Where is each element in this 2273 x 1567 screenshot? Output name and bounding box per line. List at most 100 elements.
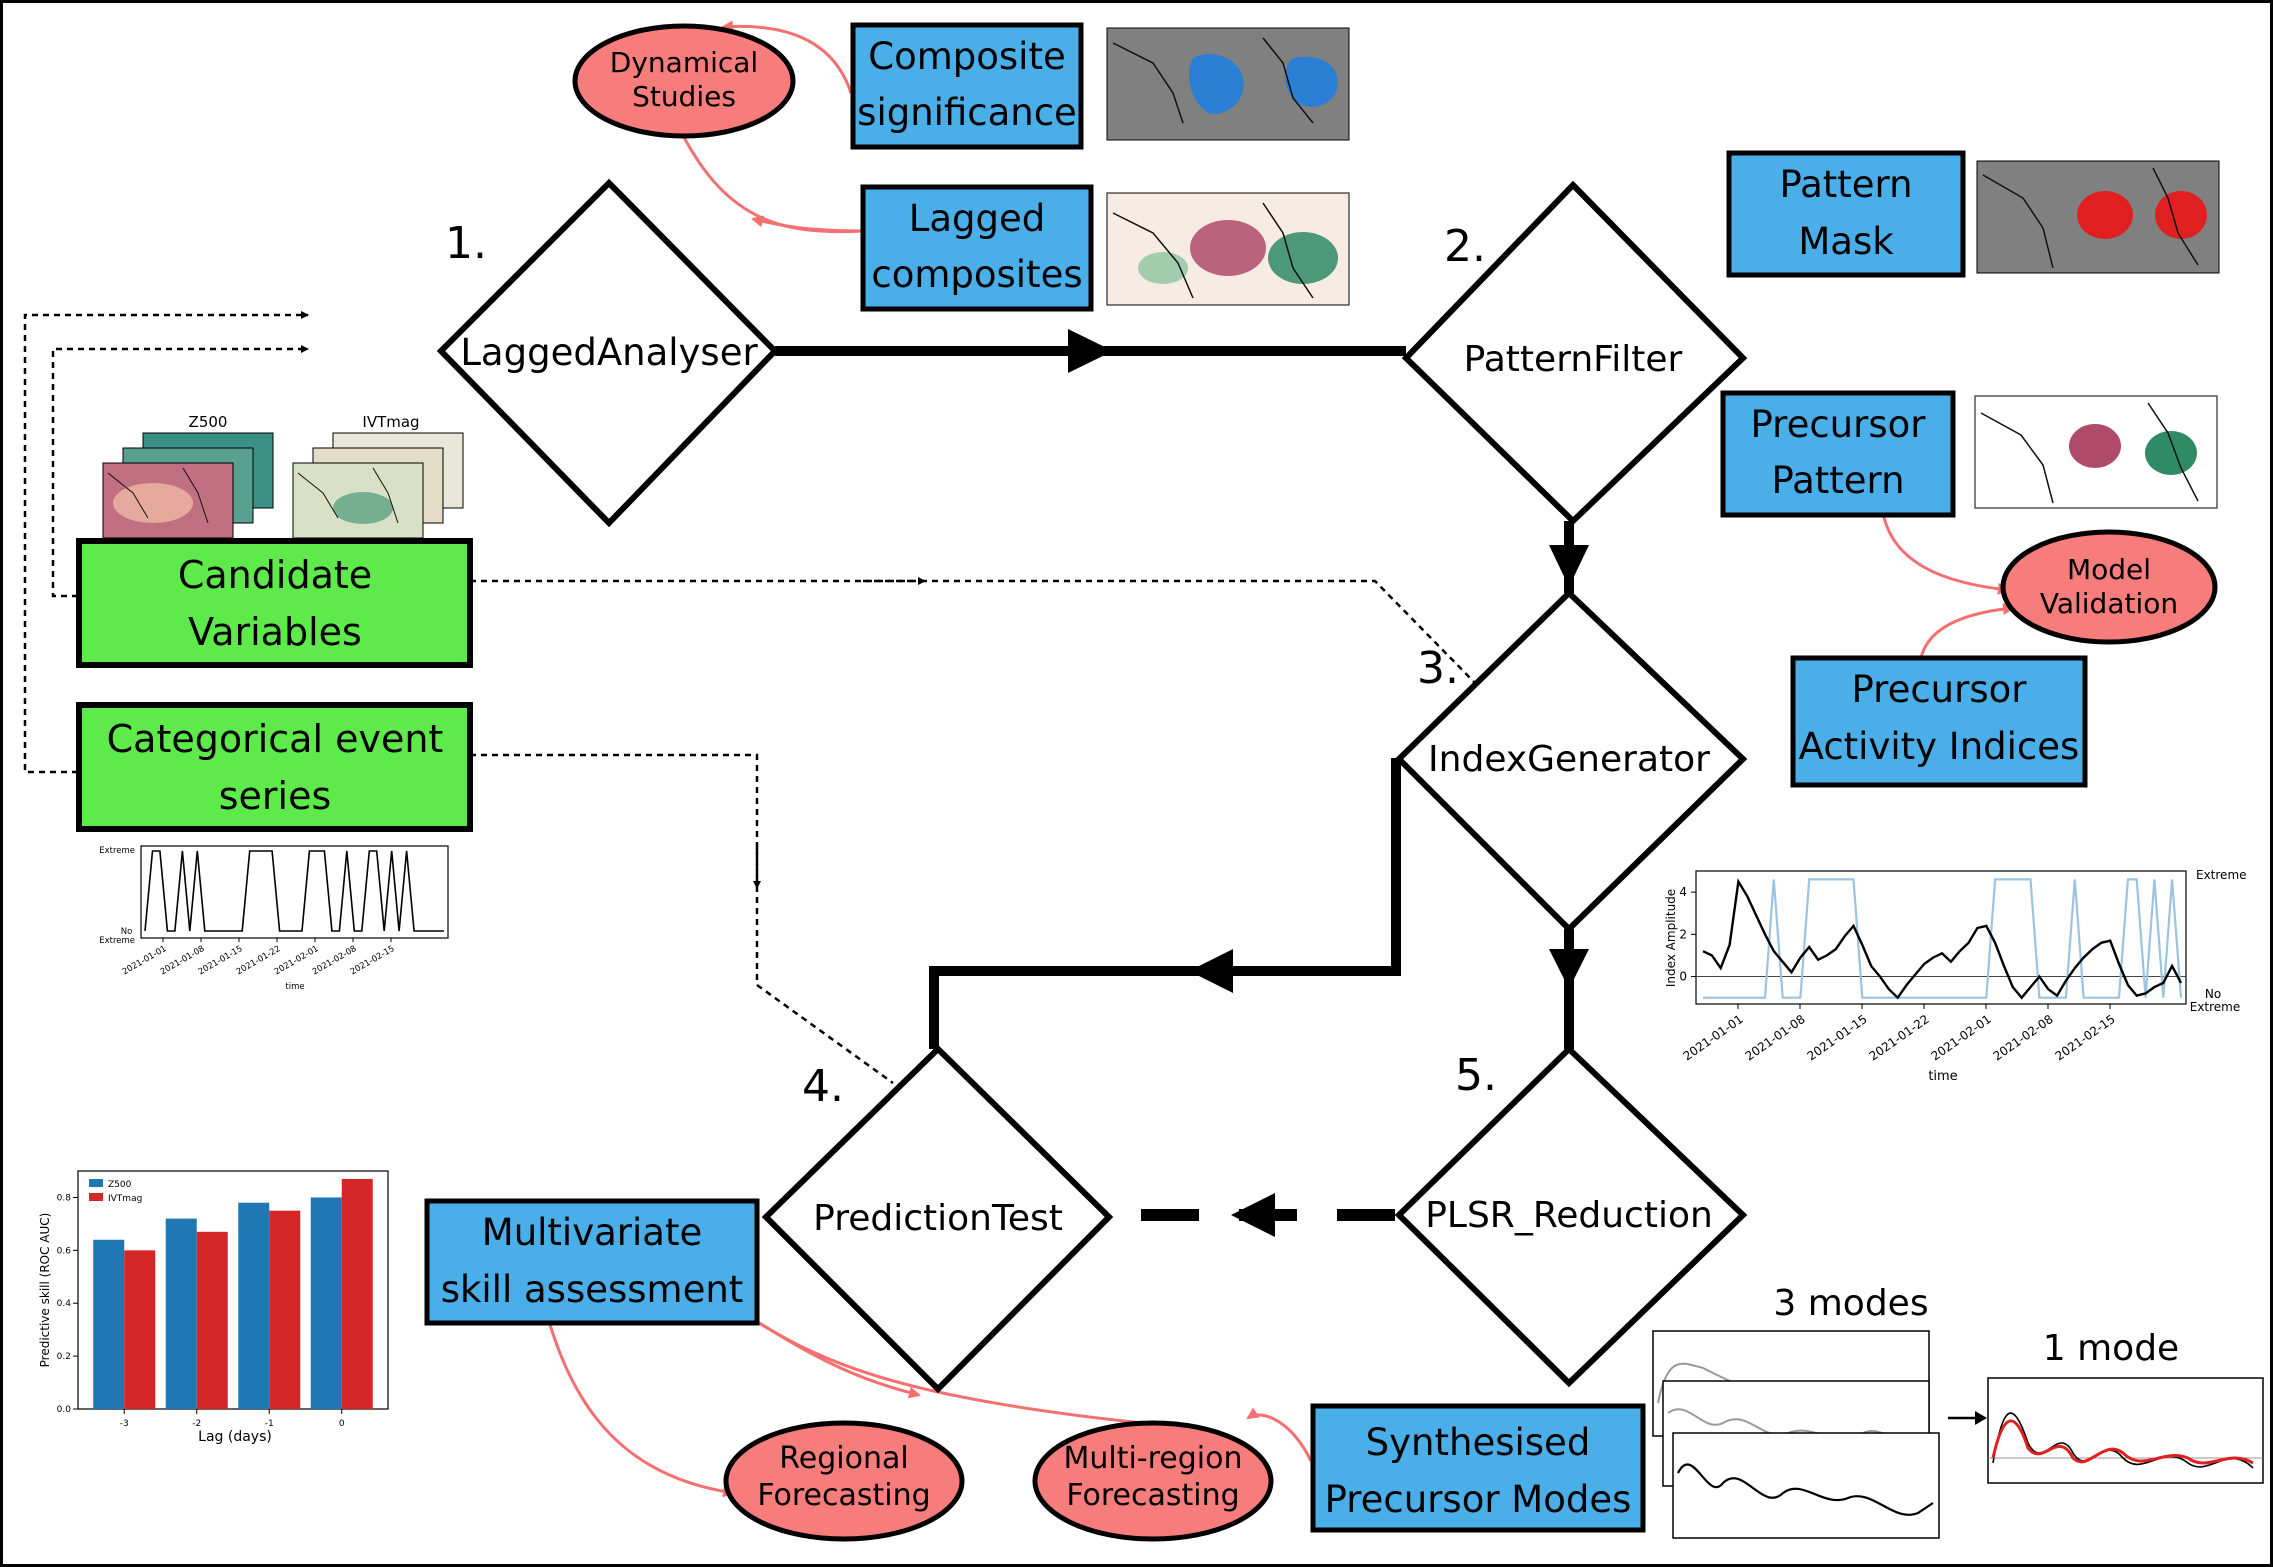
modes-panel: 3 modes 1 mode [1652, 1283, 2264, 1539]
composite-significance-line-2: significance [857, 91, 1077, 134]
modes-3-label: 3 modes [1773, 1283, 1928, 1324]
multi-region-forecasting-line-2: Forecasting [1066, 1478, 1239, 1513]
candidate-to-index-link [470, 579, 1479, 687]
modes-1-label: 1 mode [2043, 1328, 2179, 1369]
index-x-tick-label: 2021-02-08 [1991, 1012, 2056, 1063]
skill-y-tick-label: 0.6 [57, 1246, 72, 1256]
step-4-label: PredictionTest [813, 1198, 1063, 1239]
output-lagged-composites: Lagged composites [860, 184, 1094, 312]
categorical-series-box [76, 702, 473, 832]
output-precursor-pattern: Precursor Pattern [1720, 390, 1956, 518]
candidate-variables-line-1: Candidate [178, 553, 372, 597]
lagged-composites-box [860, 184, 1094, 312]
synthesised-modes-line-2: Precursor Modes [1325, 1478, 1632, 1521]
candidate-to-lagged-link [51, 345, 309, 598]
candidate-variable-thumbnails: Z500 IVTmag [102, 413, 464, 539]
candidate-variables-box [76, 538, 473, 668]
pattern-mask-box [1726, 150, 1966, 278]
precursor-pattern-line-2: Pattern [1771, 459, 1904, 502]
pattern-to-validation-link [1881, 512, 2010, 595]
diamond-index-generator [1394, 588, 1748, 934]
lagged-to-dynamical-arrow [751, 215, 864, 233]
multivariate-skill-box [424, 1198, 760, 1326]
index-right-tick-no-extreme: No Extreme [2190, 987, 2241, 1014]
event-y-tick-extreme-2: Extreme [99, 936, 135, 946]
index-x-tick-label: 2021-01-08 [1743, 1012, 1808, 1063]
composite-significance-map [1106, 27, 1350, 141]
event-series-chart: Extreme No Extreme 2021-01-012021-01-082… [99, 845, 449, 992]
multivariate-skill-line-2: skill assessment [441, 1268, 744, 1311]
skill-legend: Z500 IVTmag [89, 1179, 142, 1204]
pattern-mask-line-1: Pattern [1779, 163, 1912, 206]
skill-y-tick-label: 0.0 [57, 1405, 72, 1415]
ivtmag-label: IVTmag [362, 413, 419, 431]
step-3-number: 3. [1417, 643, 1459, 694]
application-dynamical-studies: Dynamical Studies [572, 23, 796, 139]
skill-x-tick-label: -1 [265, 1419, 274, 1429]
one-mode-plot [1987, 1377, 2264, 1484]
regional-forecasting-line-1: Regional [779, 1441, 908, 1476]
step-3-label: IndexGenerator [1428, 739, 1710, 780]
legend-swatch-ivtmag [89, 1193, 103, 1201]
index-amplitude-chart: Index Amplitude 024 Extreme No Extreme 2… [1664, 868, 2247, 1084]
coastline [1982, 167, 2199, 269]
skill-bar-z500 [165, 1218, 197, 1409]
multi-region-forecasting-ellipse [1032, 1420, 1274, 1542]
precursor-activity-box [1790, 655, 2088, 788]
skill-bar-z500 [310, 1197, 342, 1409]
index-x-tick-label: 2021-02-01 [1929, 1012, 1994, 1063]
regional-forecasting-ellipse [723, 1420, 965, 1542]
categorical-series-line-1: Categorical event [107, 717, 444, 761]
index-y-ticks: 024 [1679, 885, 1696, 984]
step-prediction-test: PredictionTest 4. [761, 1044, 1114, 1394]
event-x-axis-label: time [285, 982, 304, 992]
index-right-tick-extreme: Extreme [2196, 868, 2247, 882]
index-event-series [1703, 878, 2183, 999]
model-validation-line-2: Validation [2040, 587, 2178, 620]
event-y-tick-no: No [121, 927, 133, 937]
categorical-series-line-2: series [219, 774, 332, 818]
diamond-lagged-analyser [436, 178, 780, 528]
coastline [1112, 202, 1314, 299]
composite-significance-line-1: Composite [868, 35, 1065, 78]
categorical-to-lagged-link [23, 311, 309, 774]
step-pattern-filter: PatternFilter 2. [1401, 180, 1748, 526]
precursor-blob-negative [2145, 431, 2197, 475]
ivtmag-map-stack [292, 432, 464, 539]
modes-arrow-head [1975, 1411, 1987, 1425]
input-categorical-series: Categorical event series [76, 702, 473, 832]
legend-swatch-z500 [89, 1179, 103, 1187]
precursor-pattern-line-1: Precursor [1751, 403, 1927, 446]
event-x-ticks: 2021-01-012021-01-082021-01-152021-01-22… [121, 938, 397, 977]
skill-y-tick-label: 0.8 [57, 1193, 72, 1203]
skill-y-axis-label: Predictive skill (ROC AUC) [38, 1213, 52, 1368]
skill-y-tick-label: 0.4 [57, 1299, 72, 1309]
input-candidate-variables: Candidate Variables [76, 538, 473, 668]
skill-bar-ivtmag [341, 1178, 373, 1409]
lagged-composites-line-2: composites [871, 253, 1082, 296]
diamond-prediction-test [761, 1044, 1114, 1394]
step-lagged-analyser: LaggedAnalyser 1. [436, 178, 780, 528]
z500-label: Z500 [189, 413, 228, 431]
index-y-tick-label: 2 [1679, 927, 1687, 941]
precursor-blob-positive [2069, 424, 2121, 468]
activity-to-validation-link [1919, 603, 2015, 659]
step-4-number: 4. [802, 1061, 844, 1112]
skill-bar-z500 [238, 1202, 270, 1409]
output-synthesised-modes: Synthesised Precursor Modes [1310, 1403, 1646, 1533]
skill-x-tick-label: -3 [120, 1419, 129, 1429]
categorical-to-prediction-link [470, 753, 894, 1085]
step-2-label: PatternFilter [1464, 339, 1683, 380]
index-right-ticks: Extreme No Extreme [2190, 868, 2247, 1014]
skill-chart-frame [77, 1170, 389, 1410]
index-y-tick-label: 4 [1679, 885, 1687, 899]
application-regional-forecasting: Regional Forecasting [723, 1420, 965, 1542]
skill-bar-ivtmag [269, 1210, 301, 1409]
significance-blob-east [1285, 56, 1338, 107]
flow-arrowhead-5-4 [1231, 1193, 1275, 1237]
precursor-pattern-map [1974, 395, 2218, 509]
index-x-tick-label: 2021-01-22 [1867, 1012, 1932, 1063]
